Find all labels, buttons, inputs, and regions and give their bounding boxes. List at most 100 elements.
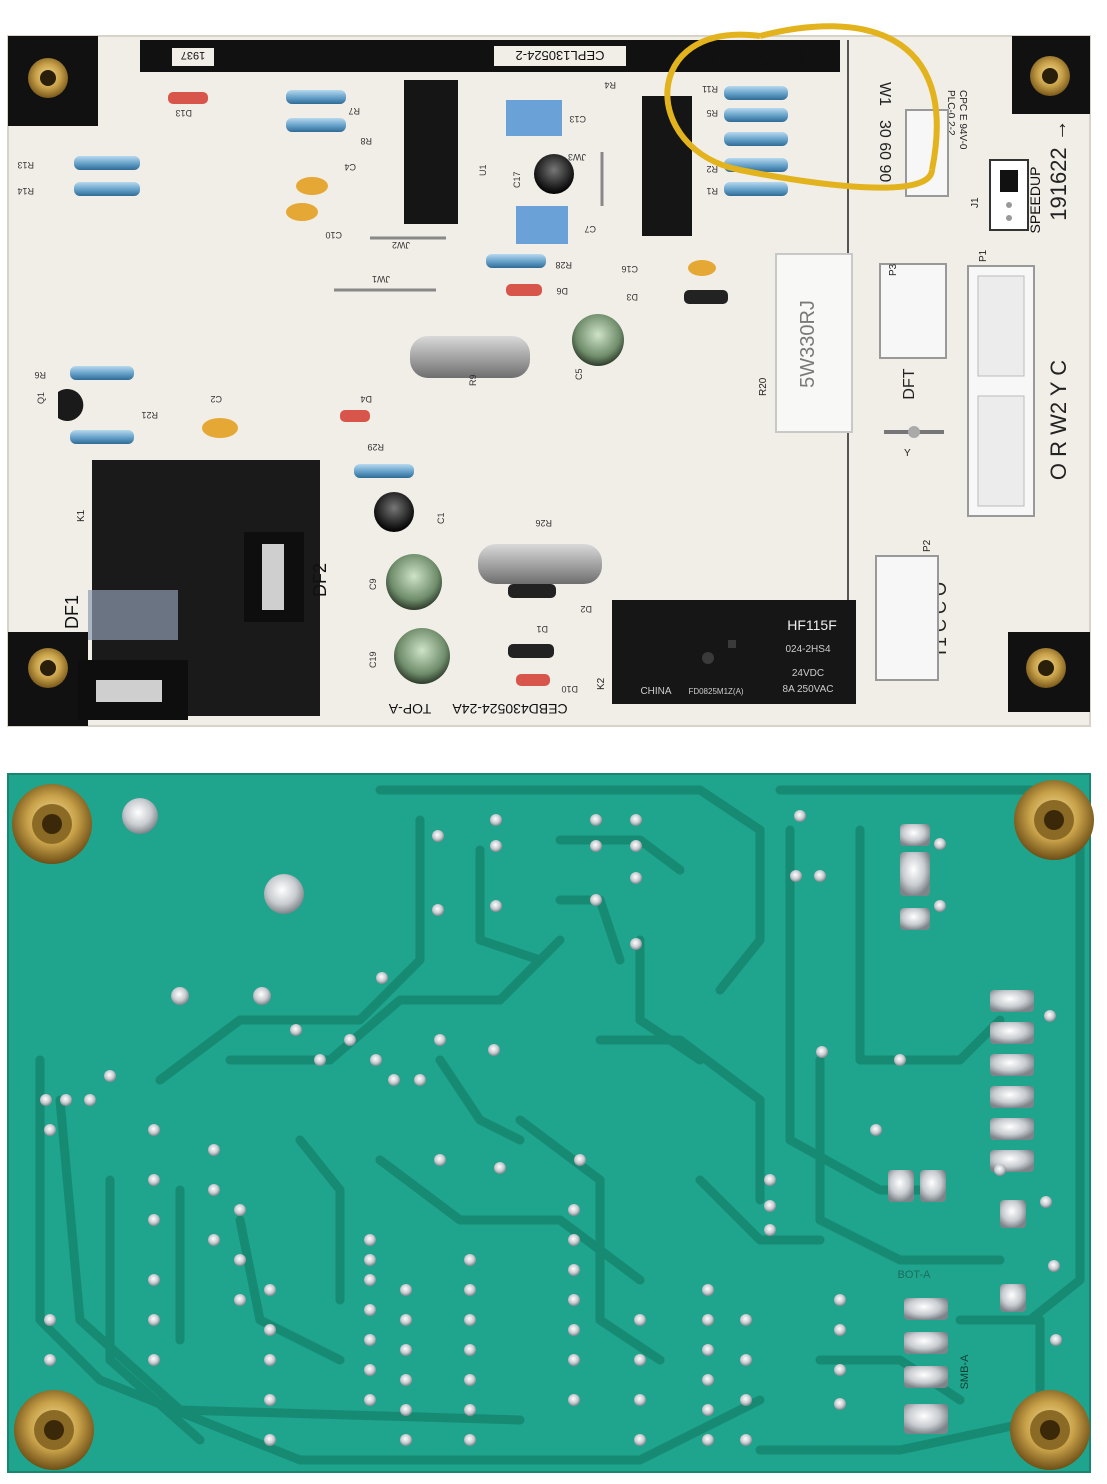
relay-rating-text: 8A 250VAC [783,684,834,695]
p3-connector[interactable] [879,263,947,359]
solder-blob [264,874,304,914]
ic-u1 [404,80,458,224]
relay-k1 [78,460,320,720]
relay-sub-text: 024-2HS4 [785,644,830,655]
svg-text:R21: R21 [141,410,158,420]
date-code-text: 1937 [181,49,205,61]
mount-top-left [8,36,98,126]
capacitor-c10 [286,203,318,221]
p1-connector[interactable] [967,265,1035,517]
svg-text:R1: R1 [706,186,718,196]
standoff-top-right [1014,780,1094,860]
svg-text:R2: R2 [706,164,718,174]
transistor-q1 [58,388,84,421]
resistor-r21 [70,430,134,444]
df2-label: DF2 [310,563,330,597]
ic-u2 [642,96,692,236]
resistor-r9 [410,336,530,378]
svg-text:D1: D1 [536,624,548,634]
k2-label: K2 [596,677,607,690]
diode-d10 [516,674,550,686]
svg-text:D10: D10 [561,684,578,694]
date-code-box [172,48,214,66]
resistors-r7-r8 [286,90,346,132]
terminal-labels: O R W2 Y C [1046,360,1071,480]
y-label: Y [904,448,911,459]
svg-text:C7: C7 [584,224,596,234]
svg-text:C19: C19 [368,651,378,668]
speedup-jumper[interactable] [989,159,1029,231]
svg-text:R8: R8 [360,136,372,146]
capacitor-c13 [506,100,562,136]
yellow-jumper-wire-top [759,23,940,171]
svg-text:C10: C10 [325,230,342,240]
diode-d1 [508,644,554,658]
resistors-right-bank [724,86,788,196]
svg-text:D2: D2 [580,604,592,614]
p2-connector[interactable] [875,555,939,681]
svg-text:R11: R11 [702,84,718,94]
p2-label: P2 [922,539,933,552]
w1-label: W1 [876,82,893,106]
svg-text:R28: R28 [555,260,572,270]
mount-bottom-right [1008,632,1090,712]
power-resistor-r20 [775,253,853,433]
side-label-top: TOP-A [388,701,431,717]
capacitor-c2 [202,418,238,438]
bottom-board-photo: BOT-A SMB-A [0,760,1107,1479]
board-code-text: CEBD430524-24A [452,701,568,717]
through-hole-pins [40,810,1062,1446]
timing-connector[interactable] [905,109,949,197]
svg-text:R29: R29 [367,442,384,452]
serial-label-text: HK32EA007 [684,44,816,71]
solder-pads [888,824,1034,1434]
relay-model-text: HF115F [787,617,837,633]
diode-d13 [168,92,208,104]
svg-text:R5: R5 [706,108,718,118]
capacitor-c7 [516,206,568,244]
diode-d6 [506,284,542,296]
svg-text:Q1: Q1 [36,392,46,404]
resistor-r29 [354,464,414,478]
standoff-bottom-left [14,1390,94,1470]
svg-text:JW2: JW2 [392,240,410,250]
solder-blob [122,798,158,834]
dft-label: DFT [901,368,918,399]
svg-text:R13: R13 [17,160,34,170]
svg-text:R14: R14 [17,186,34,196]
cert-line-1: CPC E 94V-0 [957,90,968,150]
capacitor-c9 [386,554,442,610]
svg-text:R6: R6 [34,370,46,380]
r20-label: R20 [758,377,769,396]
bottom-board-svg: BOT-A SMB-A [7,773,1094,1473]
resistor-value-text: 5W330RJ [797,300,819,388]
resistors-r13-r14 [74,156,140,196]
svg-text:C2: C2 [210,394,222,404]
k1-label: K1 [76,509,87,522]
relay-code-text: FD0825M1Z(A) [688,687,743,696]
svg-text:R9: R9 [468,374,478,386]
relay-k2-hf115f [612,600,856,704]
svg-text:C4: C4 [344,162,356,172]
svg-text:D4: D4 [360,394,372,404]
speedup-label: SPEEDUP [1027,167,1043,234]
smb-label: SMB-A [959,1354,971,1390]
capacitor-c16 [688,260,716,276]
svg-text:C16: C16 [621,264,638,274]
silkscreen-refs: D13 R7 R8 R13 R14 C4 C10 U1 JW2 JW1 JW3 … [17,80,718,694]
capacitor-c17 [534,154,574,194]
svg-text:D3: D3 [626,292,638,302]
mount-top-right [1012,36,1090,114]
yellow-jumper-wire [664,31,935,191]
svg-text:R26: R26 [535,518,552,528]
relay-voltage-text: 24VDC [792,668,824,679]
diode-d4 [340,410,370,422]
label-strip [140,40,840,72]
svg-text:C5: C5 [574,368,584,380]
svg-text:JW3: JW3 [568,152,586,162]
cert-line-2: PLC-0 2-2 [945,90,956,136]
svg-text:R4: R4 [604,80,616,90]
p1-label: P1 [978,249,989,262]
svg-text:C9: C9 [368,578,378,590]
capacitor-c19 [394,628,450,684]
